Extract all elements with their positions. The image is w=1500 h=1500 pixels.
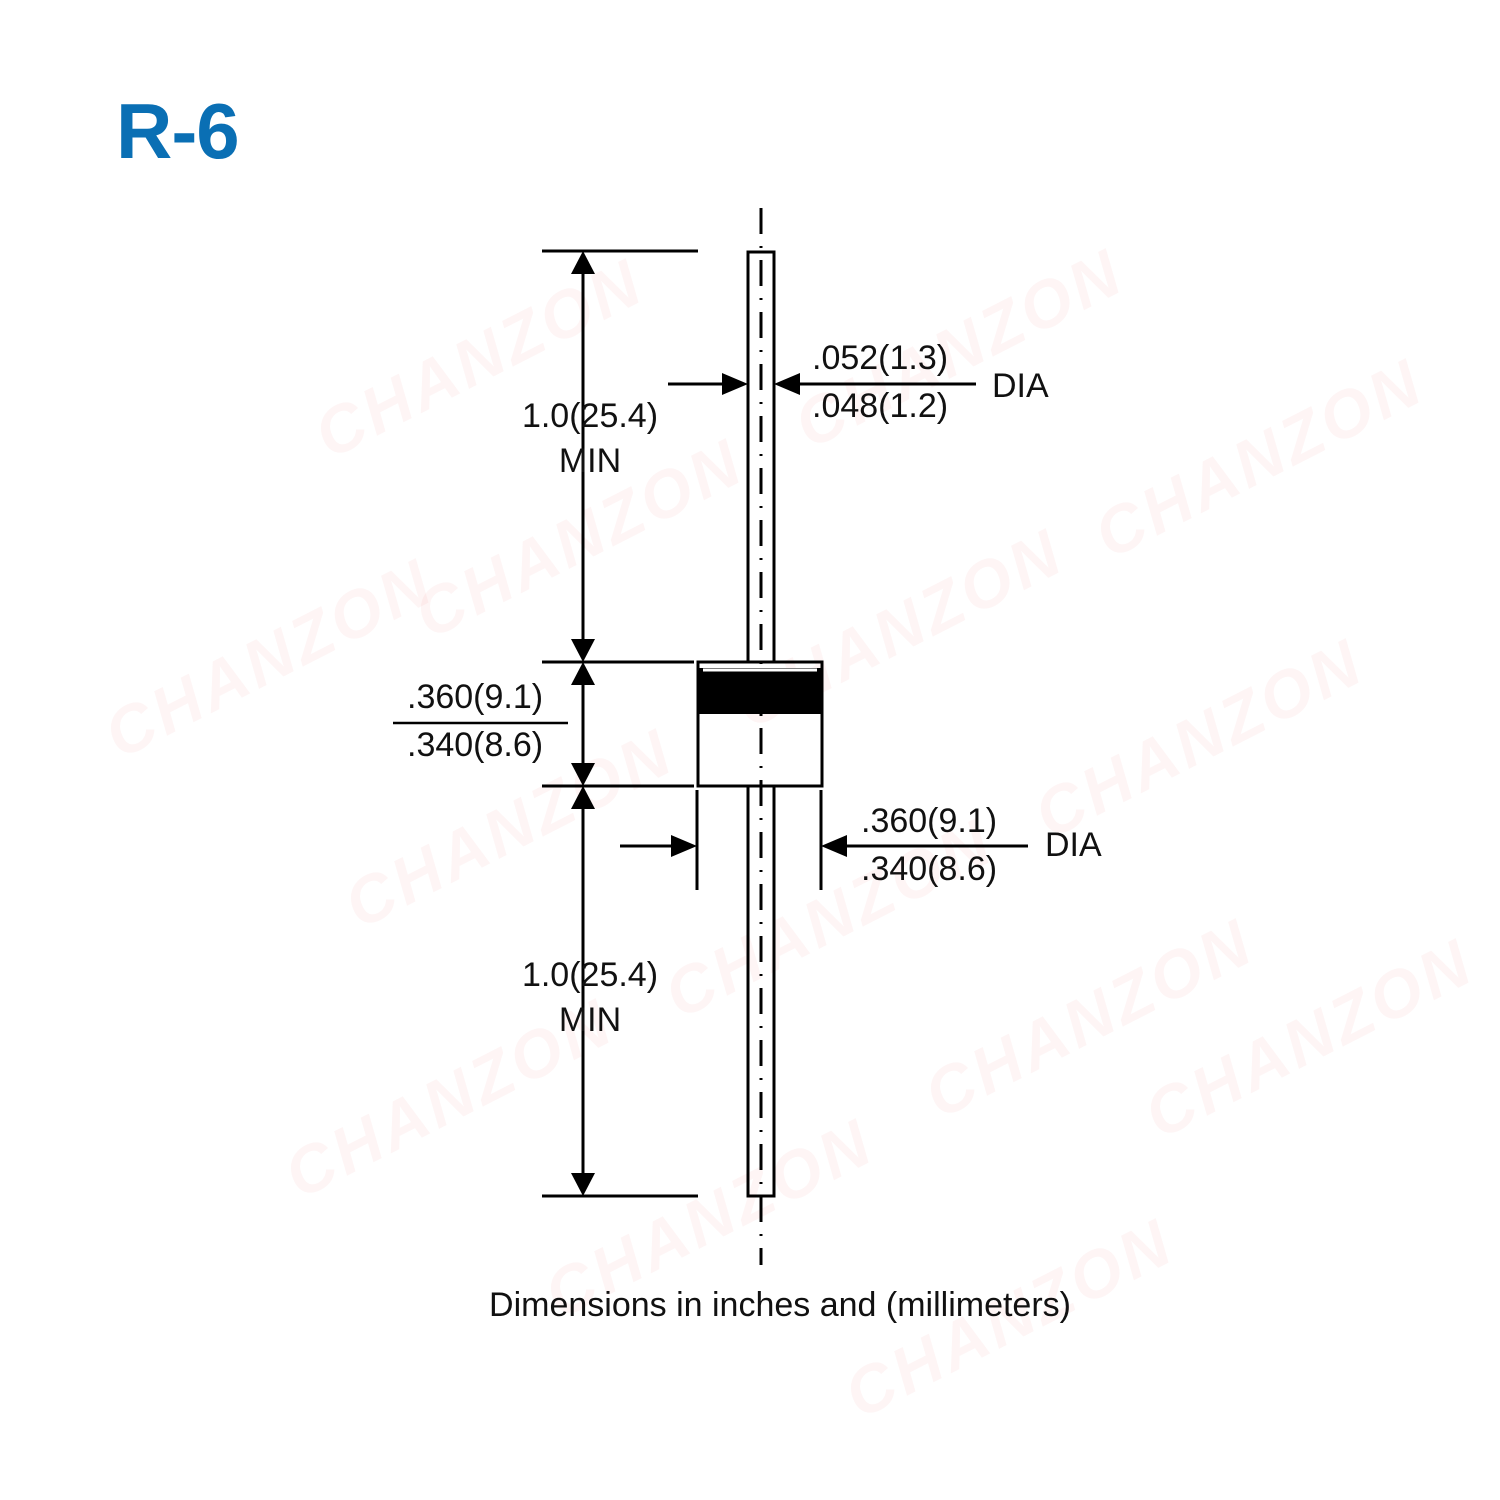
body-diameter-suffix: DIA: [1045, 826, 1102, 864]
units-note: Dimensions in inches and (millimeters): [489, 1286, 1071, 1324]
package-title: R-6: [116, 87, 240, 175]
lead-diameter-suffix: DIA: [992, 367, 1049, 405]
body-diameter-min: .340(8.6): [861, 850, 998, 888]
lead-length-top-value: 1.0(25.4): [521, 397, 659, 435]
body-diameter-max: .360(9.1): [861, 802, 998, 840]
body-length-min: .340(8.6): [407, 726, 544, 764]
lead-length-top-suffix: MIN: [558, 442, 622, 480]
lead-diameter-min: .048(1.2): [812, 387, 949, 425]
lead-length-bottom-suffix: MIN: [558, 1001, 622, 1039]
lead-length-bottom-value: 1.0(25.4): [521, 956, 659, 994]
lead-diameter-max: .052(1.3): [812, 339, 949, 377]
body-length-max: .360(9.1): [407, 678, 544, 716]
